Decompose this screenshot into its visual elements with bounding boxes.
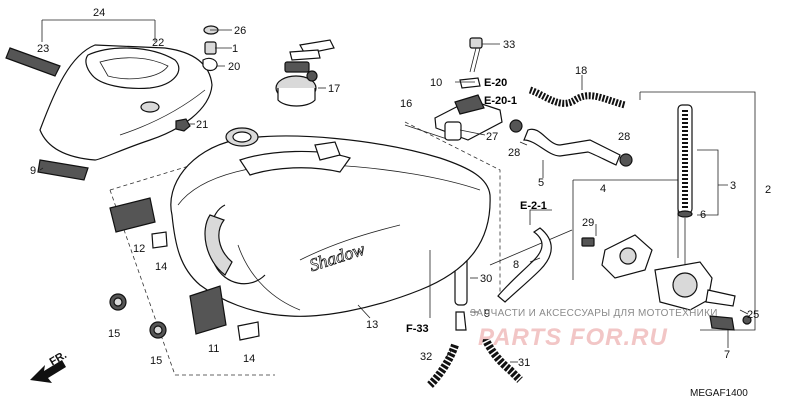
callout-labels: 24 23 22 26 1 20 21 9 17 33 10 E-20 E-20… (30, 7, 771, 369)
fuel-hose-32-part (427, 343, 459, 388)
fuel-hose-8-part (497, 227, 552, 303)
watermark: ЗАПЧАСТИ И АКСЕССУАРЫ ДЛЯ МОТОТЕХНИКИ PA… (470, 308, 718, 351)
callout-22: 22 (152, 37, 164, 49)
ref-e2-1: E-2-1 (520, 200, 547, 212)
fuel-hose-5-part (523, 128, 621, 166)
front-arrow-icon (30, 360, 66, 383)
fuel-filter-part (581, 234, 653, 279)
watermark-line1: ЗАПЧАСТИ И АКСЕССУАРЫ ДЛЯ МОТОТЕХНИКИ (470, 308, 718, 319)
callout-18: 18 (575, 65, 587, 77)
callout-24: 24 (93, 7, 105, 19)
callout-13: 13 (366, 319, 378, 331)
callout-23: 23 (37, 43, 49, 55)
bolt-stack-part (202, 25, 219, 72)
callout-4: 4 (600, 183, 606, 195)
valve-clip-part (709, 315, 752, 331)
callout-15-top: 15 (108, 328, 120, 340)
callout-15-bottom: 15 (150, 355, 162, 367)
fuel-cap-part (275, 39, 335, 107)
callout-5: 5 (538, 177, 544, 189)
callout-30: 30 (480, 273, 492, 285)
group-frames (41, 19, 756, 376)
nut-21-part (175, 118, 191, 132)
callout-14-top: 14 (155, 261, 167, 273)
callout-16: 16 (400, 98, 412, 110)
callout-9-left: 9 (30, 165, 36, 177)
tank-cover-part (39, 44, 213, 161)
callout-9-right: 9 (484, 308, 490, 320)
callout-21: 21 (196, 119, 208, 131)
fuel-tank-part: Shadow (170, 127, 491, 317)
callout-7: 7 (724, 349, 730, 361)
callout-31: 31 (518, 357, 530, 369)
fuel-strainer-part (677, 104, 693, 265)
callout-12: 12 (133, 243, 145, 255)
callout-20: 20 (228, 61, 240, 73)
fuel-hose-31-part (481, 336, 523, 383)
callout-33: 33 (503, 39, 515, 51)
callout-10: 10 (430, 77, 442, 89)
grommet-parts (109, 293, 167, 339)
callout-17: 17 (328, 83, 340, 95)
callout-25: 25 (747, 309, 759, 321)
emblem-strip-part (5, 47, 61, 77)
ref-f33: F-33 (406, 323, 429, 335)
callout-11: 11 (208, 343, 219, 355)
callout-14-bottom: 14 (243, 353, 255, 365)
callout-29: 29 (582, 217, 594, 229)
callout-28-left: 28 (508, 147, 520, 159)
breather-hose-part (528, 86, 626, 109)
callout-26: 26 (234, 25, 246, 37)
decal-parts (109, 197, 260, 341)
direction-label: FR. (48, 349, 69, 368)
fuel-valve-part (654, 261, 736, 311)
callout-1: 1 (232, 43, 238, 55)
leader-lines (39, 29, 749, 363)
callout-28-right: 28 (618, 131, 630, 143)
hose-clamp-part (509, 119, 633, 167)
small-pad-part (37, 159, 89, 181)
callout-8: 8 (513, 259, 519, 271)
callout-6: 6 (700, 209, 706, 221)
callout-2: 2 (765, 184, 771, 196)
callout-27: 27 (486, 131, 498, 143)
fuel-hose-30-part (454, 254, 468, 331)
mount-bracket-part (434, 77, 503, 141)
ref-e20-1: E-20-1 (484, 95, 517, 107)
diagram-code: MEGAF1400 (690, 388, 748, 399)
callout-32: 32 (420, 351, 432, 363)
ref-e20: E-20 (484, 77, 507, 89)
callout-3: 3 (730, 180, 736, 192)
bolt-33-part (469, 37, 483, 73)
watermark-line2: PARTS FOR.RU (478, 324, 668, 351)
